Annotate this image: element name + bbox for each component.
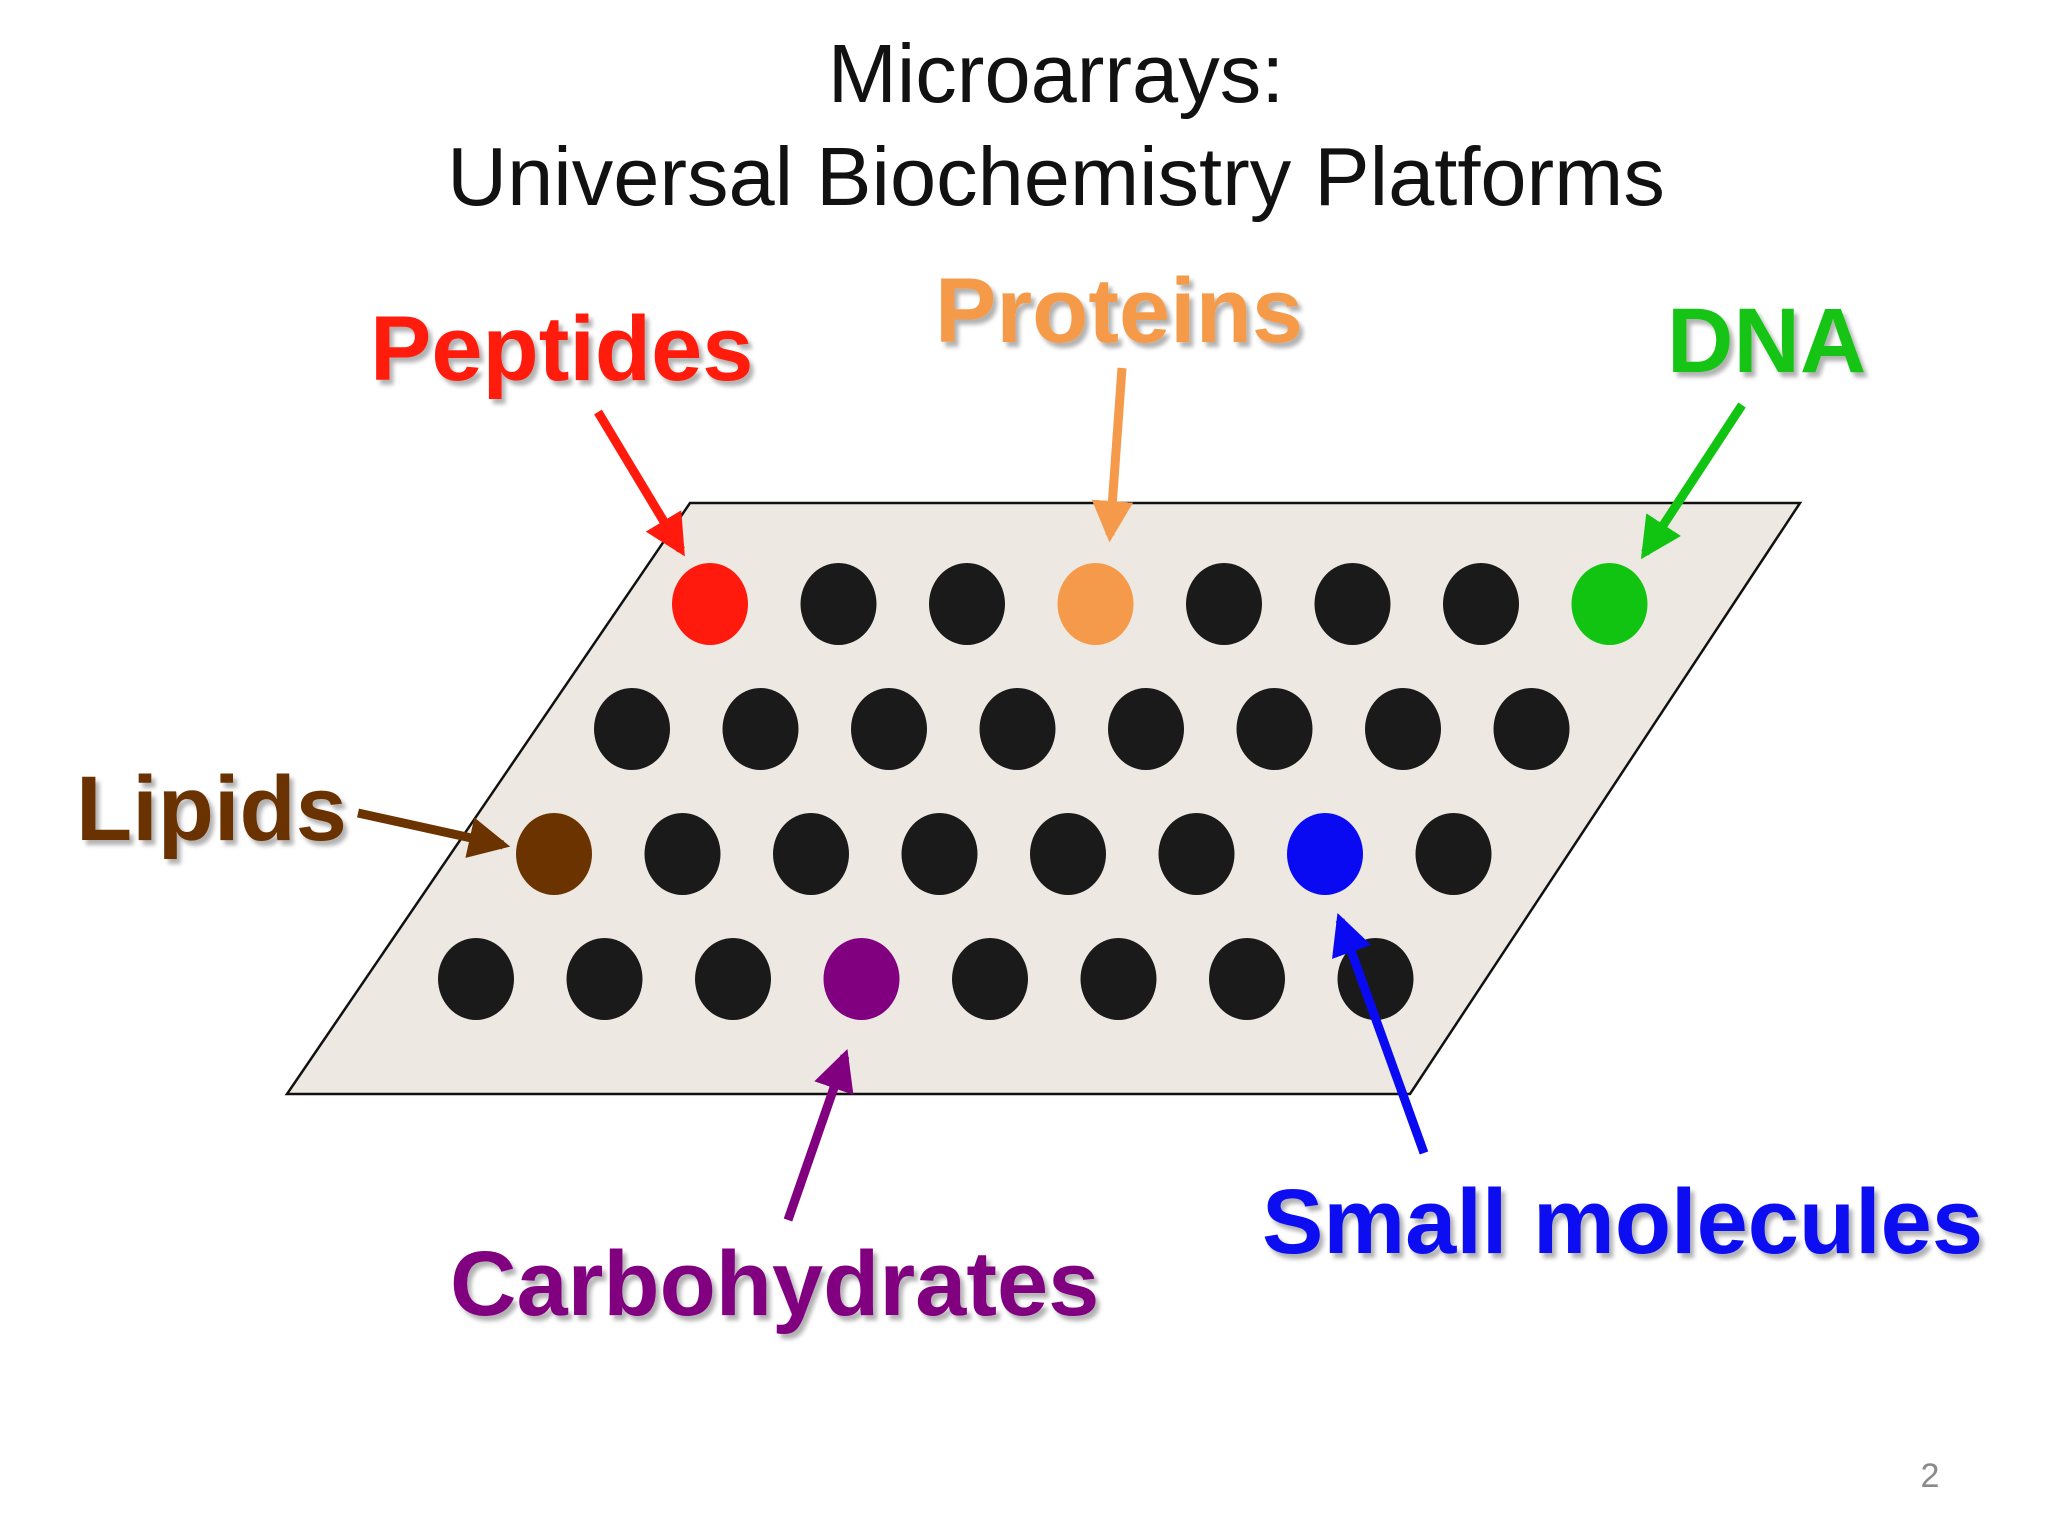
array-spot (929, 563, 1005, 645)
page-number: 2 (1921, 1457, 1940, 1495)
array-spot (1415, 813, 1492, 895)
array-spot (851, 688, 927, 770)
carbohydrates-arrow (783, 1048, 854, 1222)
peptides-arrow (594, 409, 685, 557)
array-spot-dna (1571, 563, 1648, 645)
array-spot (594, 688, 670, 770)
array-spot (1236, 688, 1313, 770)
carbohydrates-label: Carbohydrates (450, 1233, 1099, 1335)
array-spot (1314, 563, 1391, 645)
array-spot (979, 688, 1056, 770)
array-spot (1080, 938, 1157, 1020)
array-spot (1443, 563, 1519, 645)
array-spot (1030, 813, 1106, 895)
dna-arrow (1640, 402, 1746, 560)
array-spot (566, 938, 643, 1020)
lipids-label: Lipids (76, 758, 347, 860)
array-spot (901, 813, 978, 895)
array-spot-proteins (1057, 563, 1134, 645)
array-spot-peptides (672, 563, 748, 645)
array-spot (800, 563, 877, 645)
lipids-arrow (357, 808, 511, 858)
array-spot (952, 938, 1028, 1020)
small-molecules-arrow (1332, 912, 1429, 1155)
slide-title-line2: Universal Biochemistry Platforms (447, 130, 1665, 223)
array-spot-small-molecules (1287, 813, 1363, 895)
array-spot (1365, 688, 1441, 770)
array-spot-carbohydrates (823, 938, 900, 1020)
array-spot (1158, 813, 1235, 895)
array-spot (438, 938, 514, 1020)
slide-title-line1: Microarrays: (828, 27, 1285, 120)
proteins-label: Proteins (935, 260, 1303, 362)
microarray-plate (284, 501, 1803, 1096)
array-spot (722, 688, 799, 770)
dna-label: DNA (1667, 290, 1866, 392)
array-spot (1108, 688, 1184, 770)
array-spot (644, 813, 721, 895)
array-spot (1186, 563, 1262, 645)
array-spot-lipids (516, 813, 592, 895)
label-arrows (357, 367, 1746, 1222)
microarray-spots (438, 563, 1648, 1020)
array-spot (695, 938, 771, 1020)
peptides-label: Peptides (370, 298, 753, 400)
small-molecules-label: Small molecules (1262, 1171, 1983, 1273)
array-spot (1493, 688, 1570, 770)
array-spot (773, 813, 849, 895)
proteins-arrow (1091, 367, 1134, 543)
array-spot (1209, 938, 1285, 1020)
